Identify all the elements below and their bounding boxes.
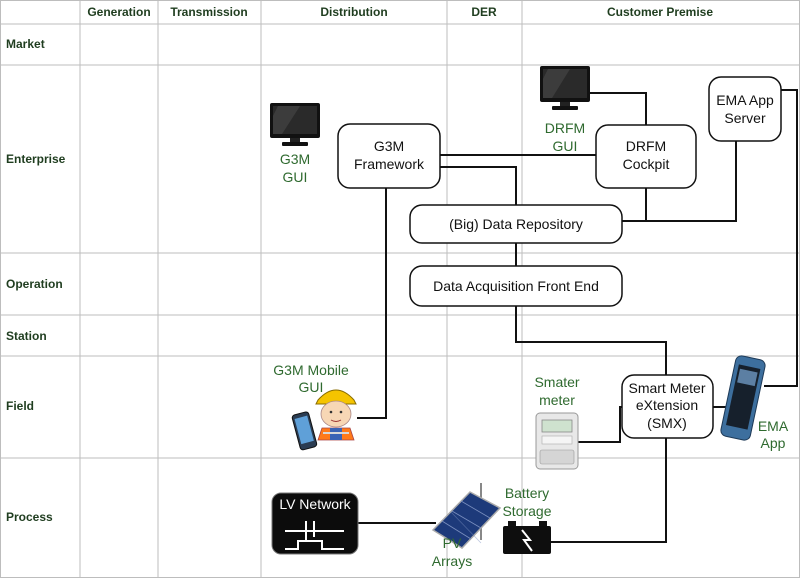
battery-icon xyxy=(503,521,551,554)
g3m-mobile-gui-line2: GUI xyxy=(299,379,324,395)
drfm-cockpit-box: DRFM Cockpit xyxy=(595,124,697,189)
smx-line3: (SMX) xyxy=(647,415,687,431)
monitor-icon xyxy=(270,103,320,146)
data-repository-label: (Big) Data Repository xyxy=(449,216,583,232)
ema-app-line2: App xyxy=(761,435,786,451)
column-header-generation: Generation xyxy=(87,5,150,19)
row-label-enterprise: Enterprise xyxy=(6,152,66,166)
smx-line1: Smart Meter xyxy=(628,380,705,396)
battery-storage-line1: Battery xyxy=(505,485,549,501)
g3m-framework-box: G3M Framework xyxy=(337,123,441,189)
monitor-icon xyxy=(540,66,590,110)
row-label-market: Market xyxy=(6,37,45,51)
g3m-gui-line2: GUI xyxy=(283,169,308,185)
g3m-framework-line2: Framework xyxy=(354,156,425,172)
ema-app-server-box: EMA App Server xyxy=(708,76,782,142)
smart-meter-icon xyxy=(535,412,579,470)
network-diagram-icon xyxy=(285,521,344,550)
column-header-transmission: Transmission xyxy=(170,5,247,19)
lv-network-box: LV Network xyxy=(271,492,359,555)
ema-app-server-line1: EMA App xyxy=(716,92,774,108)
ema-app-line1: EMA xyxy=(758,418,789,434)
drfm-cockpit-line1: DRFM xyxy=(626,138,666,154)
solar-panel-icon xyxy=(431,483,502,549)
lv-network-label: LV Network xyxy=(279,496,351,512)
row-label-field: Field xyxy=(6,399,34,413)
drfm-gui-line1: DRFM xyxy=(545,120,585,136)
battery-storage-line2: Storage xyxy=(502,503,551,519)
drfm-gui-line2: GUI xyxy=(553,138,578,154)
ema-app-server-line2: Server xyxy=(724,110,766,126)
column-header-distribution: Distribution xyxy=(320,5,387,19)
g3m-framework-line1: G3M xyxy=(374,138,404,154)
data-acquisition-label: Data Acquisition Front End xyxy=(433,278,599,294)
g3m-mobile-gui-line1: G3M Mobile xyxy=(273,362,349,378)
smater-meter-line2: meter xyxy=(539,392,575,408)
row-label-process: Process xyxy=(6,510,53,524)
smartphone-icon xyxy=(720,355,766,441)
pv-arrays-line1: PV xyxy=(443,535,462,551)
row-label-station: Station xyxy=(6,329,47,343)
drfm-cockpit-line2: Cockpit xyxy=(623,156,670,172)
smx-line2: eXtension xyxy=(636,397,698,413)
worker-icon xyxy=(315,389,357,441)
smater-meter-line1: Smater xyxy=(534,374,579,390)
row-label-operation: Operation xyxy=(6,277,63,291)
g3m-gui-line1: G3M xyxy=(280,151,310,167)
data-acquisition-box: Data Acquisition Front End xyxy=(409,265,623,307)
smx-box: Smart Meter eXtension (SMX) xyxy=(621,374,714,439)
smartphone-icon xyxy=(291,411,318,451)
column-header-der: DER xyxy=(471,5,497,19)
pv-arrays-line2: Arrays xyxy=(432,553,472,569)
column-header-customer-premise: Customer Premise xyxy=(607,5,713,19)
data-repository-box: (Big) Data Repository xyxy=(409,204,623,244)
